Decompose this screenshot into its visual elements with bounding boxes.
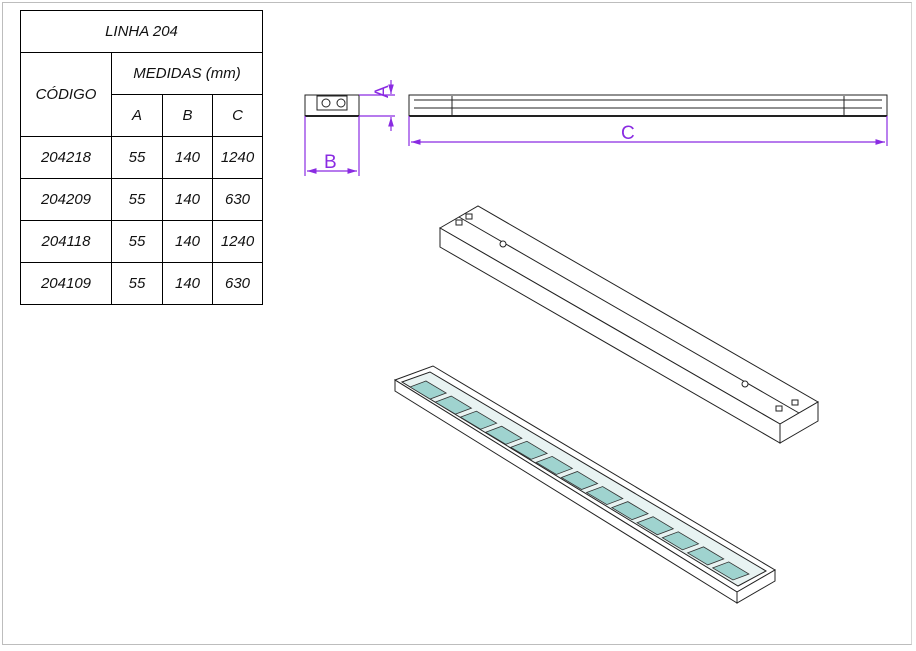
- louver-cell: [686, 546, 725, 566]
- measures-header: MEDIDAS (mm): [111, 52, 263, 95]
- code-cell: 204109: [20, 262, 112, 305]
- b-cell: 140: [162, 262, 213, 305]
- louver-cell: [434, 395, 473, 415]
- dim-c-label: C: [621, 123, 635, 144]
- c-cell: 630: [212, 178, 263, 221]
- louver-cell: [610, 501, 649, 521]
- code-cell: 204118: [20, 220, 112, 263]
- dim-b-label: B: [324, 152, 337, 173]
- dim-a-label: A: [372, 85, 393, 98]
- code-cell: 204209: [20, 178, 112, 221]
- c-cell: 630: [212, 262, 263, 305]
- b-cell: 140: [162, 220, 213, 263]
- louver-cell: [510, 440, 549, 460]
- louver-cells: [409, 380, 750, 581]
- louver-cell: [636, 516, 675, 536]
- a-cell: 55: [111, 136, 163, 179]
- code-header: CÓDIGO: [20, 52, 112, 137]
- side-view: [408, 94, 888, 117]
- isometric-top-view: [439, 205, 819, 444]
- louver-cell: [409, 380, 448, 400]
- col-c-header: C: [212, 94, 263, 137]
- louver-cell: [560, 471, 599, 490]
- c-cell: 1240: [212, 220, 263, 263]
- code-cell: 204218: [20, 136, 112, 179]
- dimension-lines: [304, 80, 888, 176]
- louver-cell: [585, 486, 624, 506]
- end-view: [304, 94, 360, 117]
- louver-cell: [535, 455, 574, 475]
- louver-cell: [661, 531, 700, 551]
- louver-cell: [484, 425, 523, 445]
- louver-cell: [459, 410, 498, 430]
- a-cell: 55: [111, 220, 163, 263]
- c-cell: 1240: [212, 136, 263, 179]
- dimensions-table: LINHA 204 CÓDIGO MEDIDAS (mm) A B C 2042…: [20, 10, 263, 305]
- louver-cell: [711, 561, 750, 581]
